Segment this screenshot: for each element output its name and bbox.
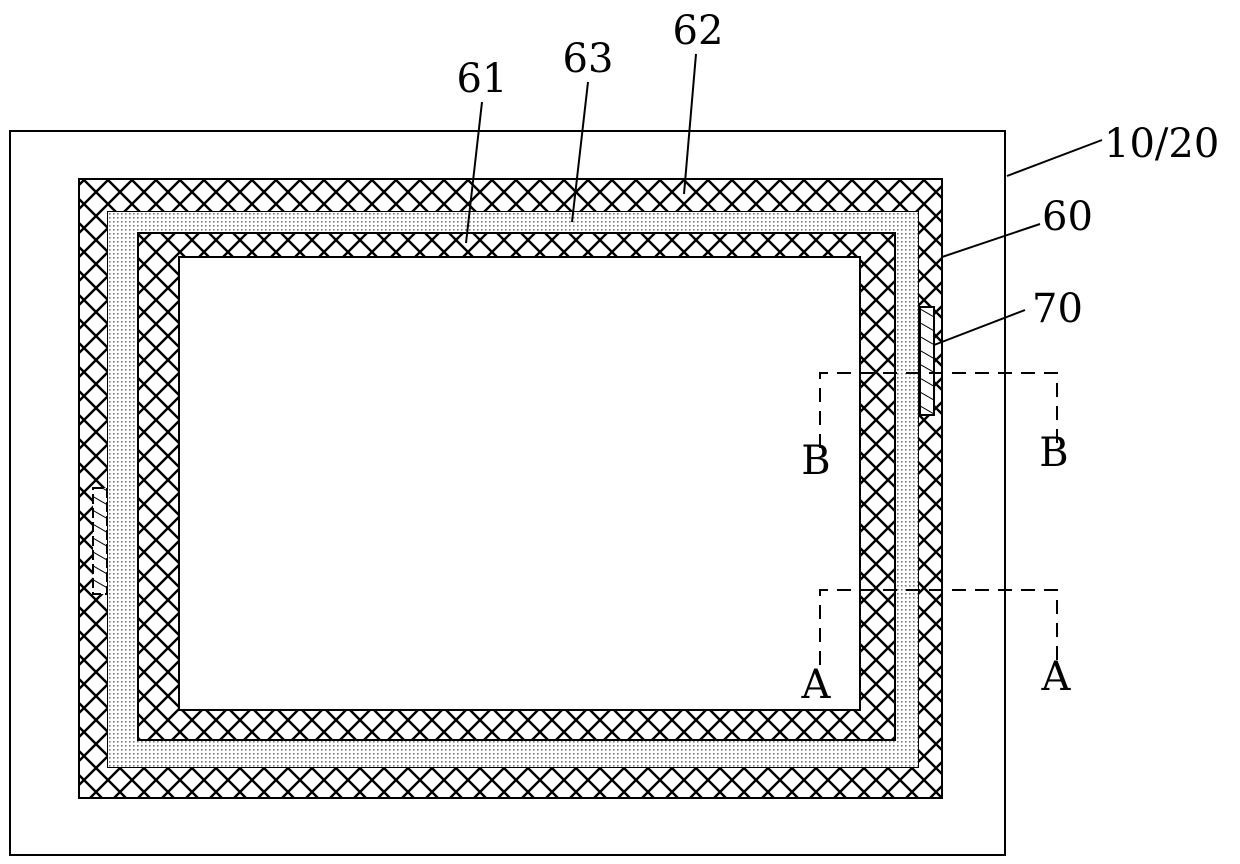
pad-left	[93, 488, 107, 594]
label-61: 61	[457, 56, 508, 102]
pad-70-right	[920, 307, 934, 415]
leader-substrate	[1007, 140, 1102, 176]
label-63: 63	[563, 36, 614, 82]
label-a-left: A	[801, 662, 832, 708]
label-b-left: B	[801, 438, 830, 484]
label-70: 70	[1032, 286, 1083, 332]
label-10-20: 10/20	[1104, 121, 1219, 167]
label-60: 60	[1042, 194, 1093, 240]
label-62: 62	[673, 8, 724, 54]
label-b-right: B	[1039, 430, 1068, 476]
inner-ring-61-border-inner	[179, 257, 860, 710]
label-a-right: A	[1041, 654, 1072, 700]
